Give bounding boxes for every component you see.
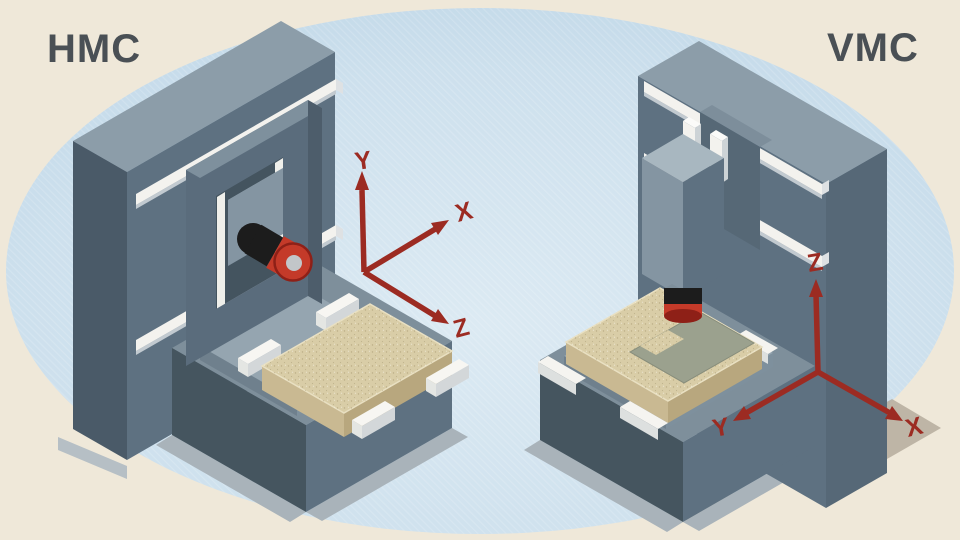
hmc-column-top-face (73, 21, 335, 172)
vmc-rail-stub2-top (620, 401, 668, 429)
vmc-base-shadow-left (524, 440, 683, 532)
hmc-base-shadow-left (156, 435, 306, 522)
vmc-carriage-top (700, 105, 772, 147)
vmc-pocket-step-texture (640, 330, 684, 355)
vmc-base-left-face (540, 360, 683, 522)
hmc-block2-top (316, 293, 359, 318)
hmc-ground-shadows (58, 428, 468, 522)
vmc-workpiece-left-face (566, 342, 668, 423)
vmc-rail-stub3-top (736, 330, 778, 354)
hmc-y-axis-line (359, 189, 367, 273)
hmc-block1-front (238, 358, 248, 377)
hmc-carriage-frame-side (308, 100, 322, 304)
hmc-window-rail-left (217, 192, 225, 310)
hmc-block3-front (352, 420, 362, 439)
vmc-rail-stub1-front (538, 362, 576, 395)
hmc-base-shadow-right (306, 428, 468, 521)
hmc-block2-side (326, 299, 359, 331)
vmc-machine: Z X Y (524, 41, 941, 532)
hmc-block1-top (238, 339, 281, 364)
vmc-y-axis-line (744, 369, 820, 416)
vmc-rail-stub1-top (538, 356, 586, 384)
hmc-rail-lower-endcap (336, 225, 343, 240)
vmc-rail-stub2-front (620, 407, 658, 440)
hmc-spindle (237, 223, 313, 282)
vmc-y-axis-label: Y (710, 412, 732, 443)
hmc-block4-front (426, 378, 436, 397)
hmc-block4-side (436, 365, 469, 397)
hmc-block3-side (362, 407, 395, 439)
hmc-plinth-left-face (200, 346, 297, 416)
hmc-column-shadow (58, 437, 127, 479)
vmc-head-front-face (642, 158, 683, 298)
vmc-column-top-face (638, 41, 887, 184)
hmc-base-left-face (172, 348, 306, 512)
hmc-y-axis-arrowhead (355, 171, 369, 190)
vmc-table-rails-front (620, 401, 668, 440)
hmc-machine: Y X Z (58, 21, 476, 522)
hmc-column-left-face (73, 141, 127, 460)
hmc-axes: Y X Z (353, 146, 476, 344)
vmc-column-right-face (826, 149, 887, 508)
vmc-spindle-nose (664, 288, 702, 323)
vmc-rail-lower-endcap (822, 252, 829, 267)
vmc-x-axis-line (816, 369, 892, 416)
hmc-block3-top (352, 401, 395, 426)
hmc-z-axis-arrowhead (431, 309, 449, 324)
hmc-x-axis-label: X (452, 196, 476, 227)
vmc-x-axis-arrowhead (885, 406, 903, 421)
vmc-post2-top (710, 130, 728, 141)
hmc-z-axis-line (362, 269, 439, 320)
vmc-workpiece (564, 287, 764, 423)
hmc-tool-holder (286, 255, 302, 271)
hmc-block2-front (316, 312, 326, 331)
vmc-y-axis-arrowhead (733, 406, 751, 421)
hmc-spindle-black-body (244, 224, 284, 267)
vmc-z-axis-arrowhead (809, 279, 823, 297)
hmc-pallet-blocks-front (352, 359, 469, 439)
vmc-workpiece-right-face (668, 347, 762, 423)
vmc-x-axis-label: X (903, 412, 926, 443)
vmc-spindle-head (642, 134, 724, 298)
hmc-z-axis-label: Z (450, 313, 472, 344)
hmc-y-axis-label: Y (353, 146, 374, 176)
vmc-nose-black-body (664, 288, 702, 306)
hmc-x-axis-line (362, 225, 439, 275)
vmc-rail-upper-endcap (822, 180, 829, 195)
vmc-title: VMC (827, 26, 919, 70)
hmc-pallet-blocks-rear (238, 293, 359, 377)
hmc-rail-upper-endcap (336, 79, 343, 94)
vmc-head-right-face (683, 158, 724, 298)
vmc-milled-pocket (628, 311, 756, 384)
vmc-post1-top (683, 117, 701, 128)
hmc-carriage-frame-top (186, 100, 322, 178)
vmc-nose-tip (664, 309, 702, 323)
hmc-workpiece-texture (262, 304, 452, 413)
hmc-workpiece (260, 303, 454, 437)
vmc-base-right-face (683, 366, 815, 522)
hmc-workpiece-left-face (262, 366, 344, 437)
hmc-title: HMC (47, 27, 141, 71)
vmc-axes: Z X Y (710, 248, 926, 443)
hmc-block4-top (426, 359, 469, 384)
hmc-block1-side (248, 345, 281, 377)
vmc-z-axis-label: Z (805, 248, 825, 278)
vmc-z-axis-line (813, 293, 821, 373)
hmc-x-axis-arrowhead (431, 220, 449, 235)
